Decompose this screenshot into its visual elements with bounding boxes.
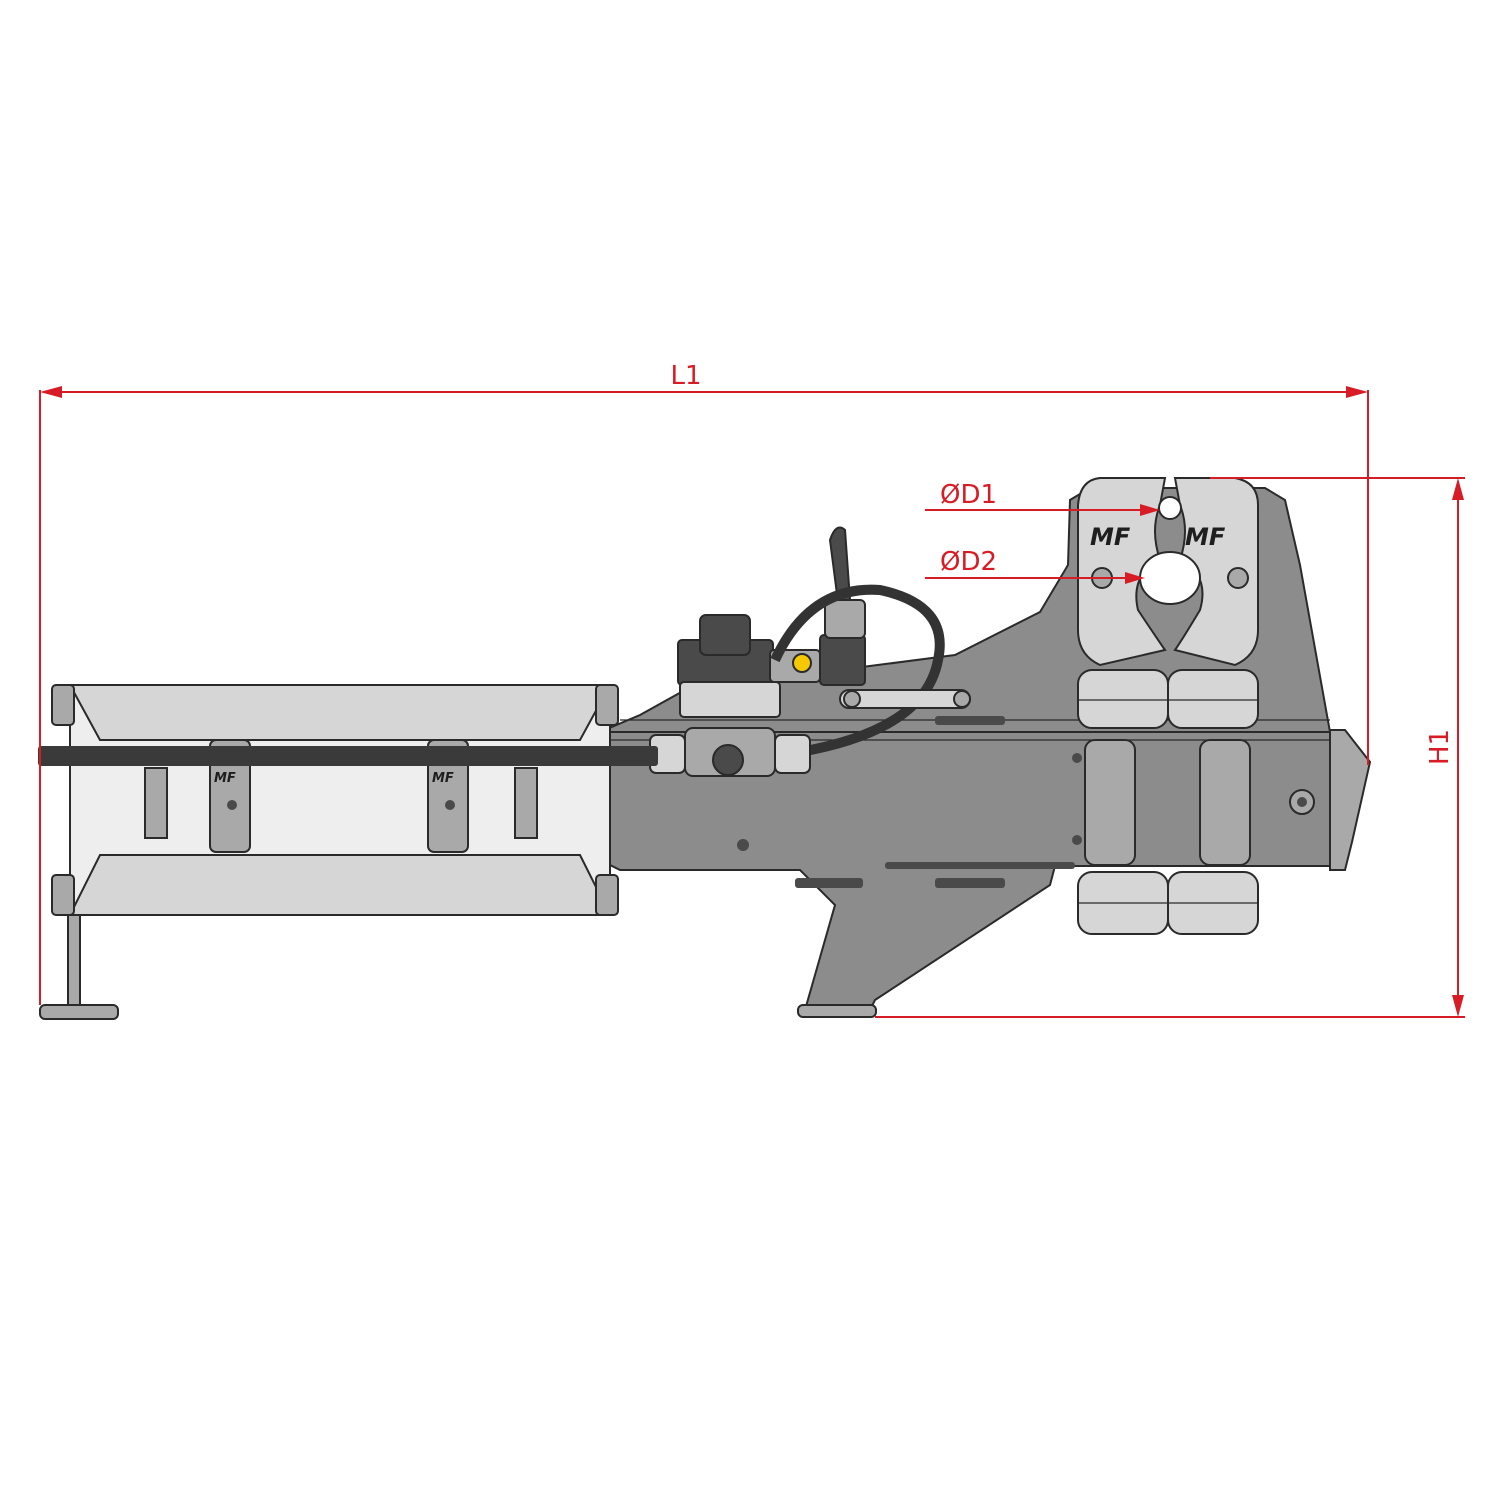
link-pin-right [953, 690, 971, 708]
clamp-left [209, 739, 251, 853]
adjust-knob [699, 614, 751, 656]
frame-top-bar [68, 684, 612, 741]
frame-bolt-br [595, 874, 619, 916]
roller-shaft-right [1199, 739, 1251, 866]
h1-label: H1 [1425, 729, 1455, 765]
h1-arrow-bottom [1452, 995, 1464, 1017]
l1-arrow-left [40, 386, 62, 398]
bore-d2 [1139, 551, 1201, 605]
controller-plate [679, 681, 781, 718]
roller-assembly [1077, 669, 1259, 935]
foot-left [39, 1004, 119, 1020]
d1-arrow [1140, 504, 1160, 516]
jaw-logo-right: MF [1185, 523, 1226, 551]
bolt-right-center [1297, 797, 1307, 807]
nose-cap [1329, 729, 1372, 871]
control-unit [649, 526, 971, 777]
indicator-light [792, 653, 812, 673]
frame-bottom-bar [68, 854, 612, 916]
clamp-logo-left: MF [214, 771, 236, 786]
left-leg [67, 914, 81, 1008]
slot-3 [885, 862, 1075, 869]
l1-label: L1 [670, 361, 701, 391]
h1-arrow-top [1452, 478, 1464, 500]
lever-base [824, 599, 866, 639]
clamp-left-screw [227, 800, 237, 810]
clamp-right-screw [445, 800, 455, 810]
d1-label: ØD1 [940, 480, 997, 510]
frame-bolt-bl [51, 874, 75, 916]
roller-shaft-left [1084, 739, 1136, 866]
upper-roller-right [1167, 669, 1259, 729]
hole-1 [737, 839, 749, 851]
jaw-half-left [1077, 477, 1167, 667]
frame-bolt-tl [51, 684, 75, 726]
clamp-logo-right: MF [432, 771, 454, 786]
slot-2 [935, 878, 1005, 888]
side-block-left [144, 767, 168, 839]
jaw-screw-right [1227, 567, 1249, 589]
gauge-dial [712, 744, 744, 776]
foot-right [797, 1004, 877, 1018]
slot-4 [935, 716, 1005, 725]
side-block-right [514, 767, 538, 839]
hole-2 [1072, 753, 1082, 763]
upper-roller-left [1077, 669, 1169, 729]
bore-d1 [1158, 496, 1182, 520]
hose-loop [770, 584, 945, 757]
hole-3 [1072, 835, 1082, 845]
link-pin-left [843, 690, 861, 708]
l1-arrow-right [1346, 386, 1368, 398]
frame-bolt-tr [595, 684, 619, 726]
dimension-annotations: L1 H1 ØD1 ØD2 [39, 361, 1465, 1018]
d2-arrow [1125, 572, 1145, 584]
clamp-frame: MF MF [39, 684, 619, 1020]
d2-label: ØD2 [940, 547, 997, 577]
feed-pipe [38, 746, 658, 766]
fitting-right [774, 734, 811, 774]
jaw-block: MF MF [1077, 477, 1259, 667]
jaw-logo-left: MF [1090, 523, 1131, 551]
valve-block [819, 634, 866, 686]
slot-1 [795, 878, 863, 888]
clamp-right [427, 739, 469, 853]
